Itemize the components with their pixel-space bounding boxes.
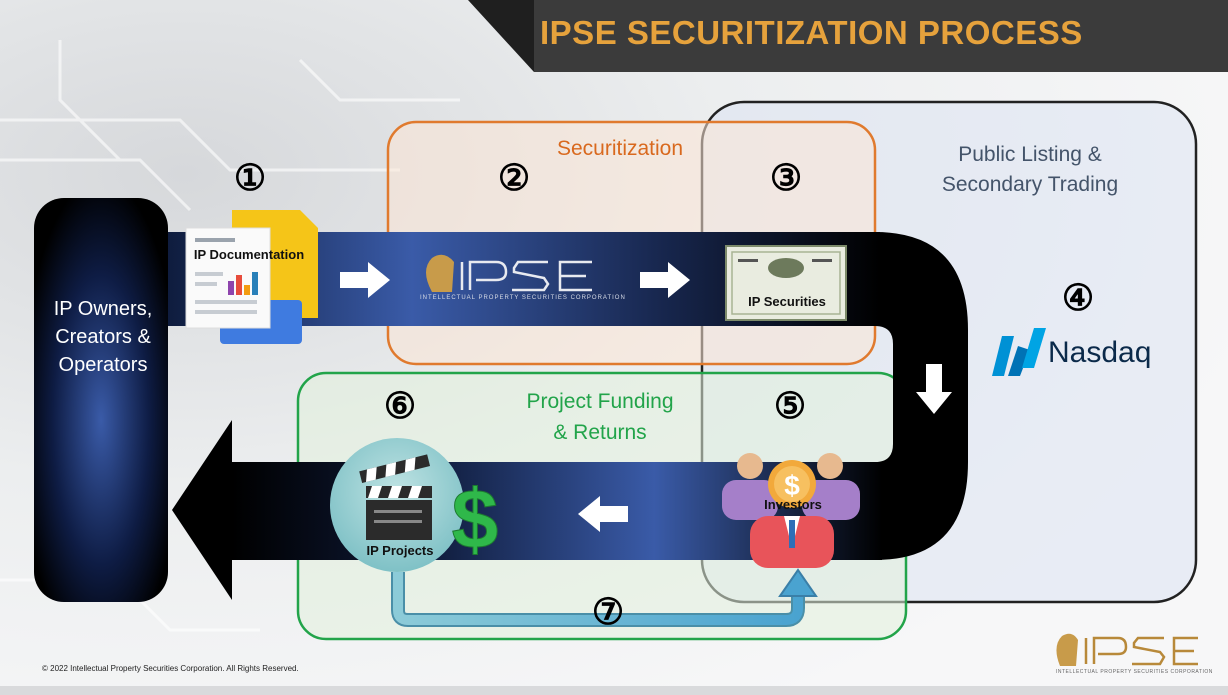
- project-funding-line-1: Project Funding: [526, 390, 674, 413]
- investors-label: Investors: [764, 497, 822, 512]
- ipse-corner-tagline: INTELLECTUAL PROPERTY SECURITIES CORPORA…: [1056, 669, 1213, 675]
- step-6-number: ⑥: [383, 385, 417, 427]
- arrow-right-icon: [340, 262, 390, 298]
- clapperboard-icon: [359, 454, 432, 540]
- dollar-sign-icon: $: [452, 472, 499, 566]
- ip-projects-label: IP Projects: [366, 543, 434, 558]
- public-listing-line-1: Public Listing &: [958, 143, 1102, 166]
- ip-securities-label: IP Securities: [748, 294, 826, 309]
- ipse-tagline: INTELLECTUAL PROPERTY SECURITIES CORPORA…: [420, 295, 626, 301]
- project-funding-line-2: & Returns: [553, 421, 647, 444]
- svg-text:$: $: [784, 470, 800, 501]
- nasdaq-label: Nasdaq: [1048, 336, 1152, 369]
- public-listing-label: Public Listing & Secondary Trading: [900, 140, 1160, 200]
- ip-documentation-label: IP Documentation: [193, 247, 305, 262]
- nasdaq-logo: [992, 328, 1046, 376]
- arrow-down-icon: [916, 364, 952, 414]
- step-4-number: ④: [1061, 277, 1095, 319]
- ipse-logo: [426, 254, 592, 292]
- step-1-number: ①: [233, 157, 267, 199]
- public-listing-line-2: Secondary Trading: [941, 173, 1119, 196]
- step-2-number: ②: [497, 157, 531, 199]
- step-7-number: ⑦: [591, 591, 625, 633]
- project-funding-label: Project Funding & Returns: [495, 386, 705, 448]
- certificate-icon: [725, 245, 847, 321]
- document-icon: [185, 210, 318, 344]
- page-title: IPSE SECURITIZATION PROCESS: [540, 14, 1083, 51]
- investors-icon: [722, 453, 860, 568]
- ipse-corner-logo: [1056, 633, 1198, 666]
- owners-block: [34, 198, 168, 602]
- dollar-coin-icon: $: [768, 460, 816, 508]
- arrow-left-icon: [578, 496, 628, 532]
- copyright-text: © 2022 Intellectual Property Securities …: [42, 664, 299, 673]
- arrow-right-icon: [640, 262, 690, 298]
- loop-arrowhead-icon: [778, 568, 818, 597]
- step-5-number: ⑤: [773, 385, 807, 427]
- bar-chart-icon: [228, 272, 258, 295]
- title-bar: [468, 0, 1228, 72]
- step-3-number: ③: [769, 157, 803, 199]
- securitization-label: Securitization: [556, 137, 684, 160]
- owners-label: IP Owners, Creators & Operators: [53, 298, 153, 376]
